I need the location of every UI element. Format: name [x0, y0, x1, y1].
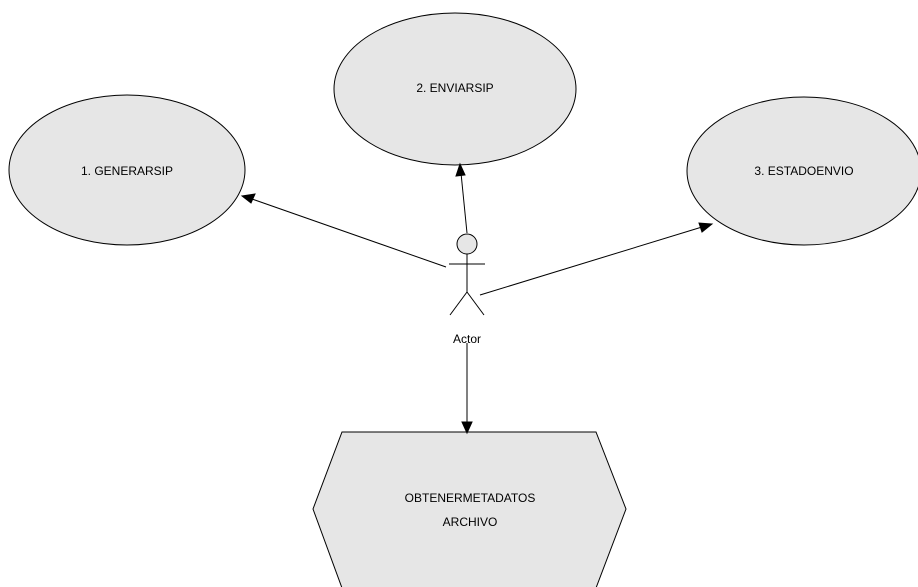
- use-case-generarsip[interactable]: 1. GENERARSIP: [8, 94, 246, 246]
- use-case-estadoenvio-label: 3. ESTADOENVIO: [754, 164, 853, 178]
- edge-line: [479, 226, 703, 296]
- use-case-generarsip-ellipse: [8, 94, 246, 246]
- edge-line: [460, 172, 468, 234]
- use-case-estadoenvio-ellipse: [686, 96, 918, 246]
- edge-line: [251, 198, 447, 268]
- use-case-enviarsip[interactable]: 2. ENVIARSIP: [333, 12, 577, 166]
- arrowhead-icon: [461, 421, 473, 435]
- actor-left-leg: [449, 291, 468, 316]
- process-label-line1: OBTENERMETADATOS: [405, 491, 536, 505]
- arrowhead-icon: [240, 193, 256, 204]
- edge-actor-to-estadoenvio: [479, 222, 714, 296]
- actor-right-leg: [466, 291, 485, 316]
- use-case-generarsip-label: 1. GENERARSIP: [81, 164, 173, 178]
- process-label-line2: ARCHIVO: [443, 515, 498, 529]
- actor-figure[interactable]: Actor: [449, 233, 485, 346]
- actor-head-icon: [456, 233, 478, 255]
- use-case-estadoenvio[interactable]: 3. ESTADOENVIO: [686, 96, 918, 246]
- use-case-enviarsip-label: 2. ENVIARSIP: [416, 81, 493, 95]
- process-hexagon: [312, 431, 627, 587]
- edge-actor-to-generarsip: [240, 193, 447, 268]
- arrowhead-icon: [698, 222, 714, 233]
- arrowhead-icon: [455, 162, 466, 177]
- process-obtenermetadatos[interactable]: OBTENERMETADATOS ARCHIVO: [312, 431, 627, 587]
- use-case-enviarsip-ellipse: [333, 12, 577, 166]
- edge-actor-to-enviarsip: [455, 162, 468, 234]
- edge-actor-to-process: [461, 343, 473, 435]
- actor-label: Actor: [453, 332, 481, 346]
